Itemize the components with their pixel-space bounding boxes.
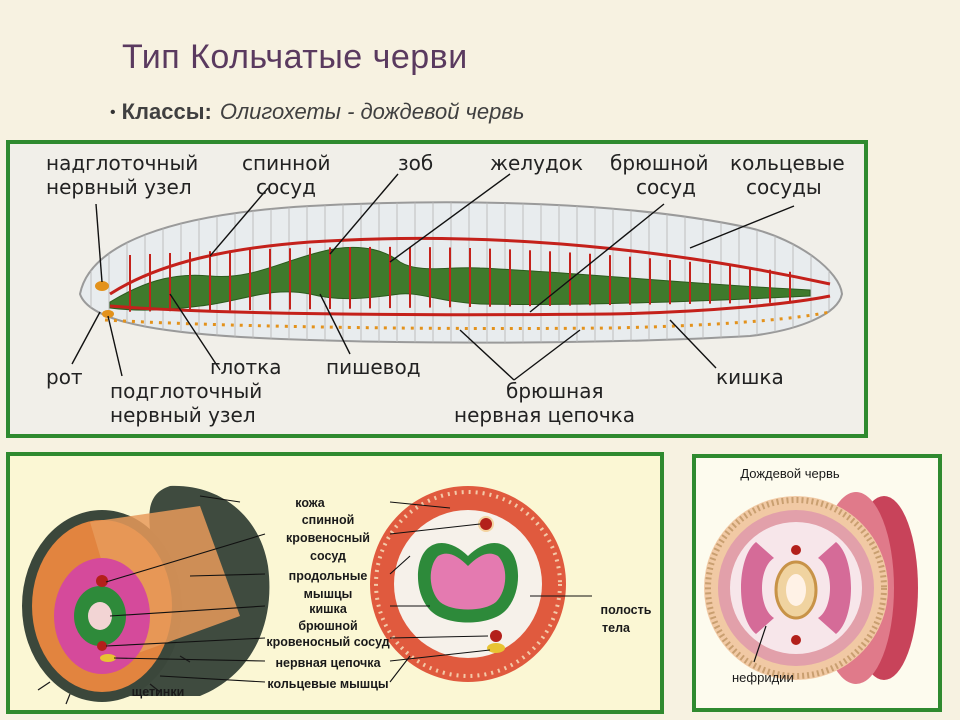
label-dorsal-vessel-2: кровеносный — [286, 531, 370, 545]
label-ring-vessels-1: кольцевые — [730, 151, 845, 175]
cross-section-panel: кожа спинной кровеносный сосуд продольны… — [6, 452, 664, 714]
label-subesophageal-ganglion-2: нервный узел — [110, 403, 256, 427]
label-ring-vessels-2: сосуды — [746, 175, 822, 199]
nephridia-panel: Дождевой червь нефридии — [692, 454, 942, 712]
worm-longitudinal-diagram: надглоточный нервный узел спинной сосуд … — [46, 151, 845, 427]
label-nerve-chain-1: брюшная — [506, 379, 604, 403]
worm-cross-section-diagram: кожа спинной кровеносный сосуд продольны… — [22, 485, 652, 705]
supraesophageal-ganglion — [95, 281, 109, 291]
circle-dorsal-vessel — [478, 516, 494, 532]
label-ventral-vessel-2: кровеносный сосуд — [266, 635, 389, 649]
label-pharynx: глотка — [210, 355, 282, 379]
label-ventral-vessel-2: сосуд — [636, 175, 696, 199]
label-supraesophageal-ganglion-1: надглоточный — [46, 151, 198, 175]
label-intestine: кишка — [716, 365, 784, 389]
nephridia-coils — [741, 542, 851, 634]
slide-subtitle: • Классы: Олигохеты - дождевой червь — [110, 99, 524, 125]
cylinder-ventral-vessel — [97, 641, 107, 651]
slide-title: Тип Кольчатые черви — [122, 38, 468, 76]
classes-value: Олигохеты - дождевой червь — [219, 99, 525, 124]
cylinder-dorsal-vessel — [96, 575, 108, 587]
label-subesophageal-ganglion-1: подглоточный — [110, 379, 262, 403]
label-dorsal-vessel-2: сосуд — [256, 175, 316, 199]
classes-label: Классы: — [121, 99, 212, 124]
label-nerve-chain-2: нервная цепочка — [454, 403, 635, 427]
label-supraesophageal-ganglion-2: нервный узел — [46, 175, 192, 199]
label-ring-muscles: кольцевые мышцы — [267, 677, 388, 691]
label-nephridia: нефридии — [732, 670, 794, 685]
label-mouth: рот — [46, 365, 83, 389]
label-skin: кожа — [295, 496, 326, 510]
worm-gut — [109, 246, 811, 311]
label-longitudinal-muscles-1: продольные — [289, 569, 368, 583]
label-body-cavity-2: тела — [602, 621, 631, 635]
label-crop: зоб — [398, 151, 433, 175]
label-esophagus: пишевод — [326, 355, 421, 379]
label-dorsal-vessel-1: спинной — [302, 513, 355, 527]
circle-nerve-chain — [487, 643, 505, 653]
label-longitudinal-muscles-2: мышцы — [304, 587, 353, 601]
cylinder-nerve-chain — [100, 654, 116, 662]
label-ventral-vessel-1: брюшной — [298, 619, 357, 633]
label-nerve-chain: нервная цепочка — [275, 656, 381, 670]
ring-vessels — [129, 246, 791, 312]
label-body-cavity-1: полость — [601, 603, 652, 617]
label-dorsal-vessel-1: спинной — [242, 151, 330, 175]
dorsal-vessel — [109, 236, 831, 296]
circle-ventral-vessel — [490, 630, 502, 642]
label-gut: кишка — [309, 602, 348, 616]
label-setae: щетинки — [132, 685, 185, 699]
nephridia-diagram: Дождевой червь нефридии — [704, 466, 918, 685]
label-ventral-vessel-1: брюшной — [610, 151, 708, 175]
label-stomach: желудок — [490, 151, 583, 175]
subesophageal-ganglion — [102, 310, 114, 318]
longitudinal-section-panel: надглоточный нервный узел спинной сосуд … — [6, 140, 868, 438]
label-dorsal-vessel-3: сосуд — [310, 549, 346, 563]
bullet-icon: • — [110, 104, 116, 121]
ventral-nerve-chain — [104, 310, 831, 331]
ventral-vessel — [109, 294, 831, 317]
nephridia-panel-title: Дождевой червь — [740, 466, 840, 481]
